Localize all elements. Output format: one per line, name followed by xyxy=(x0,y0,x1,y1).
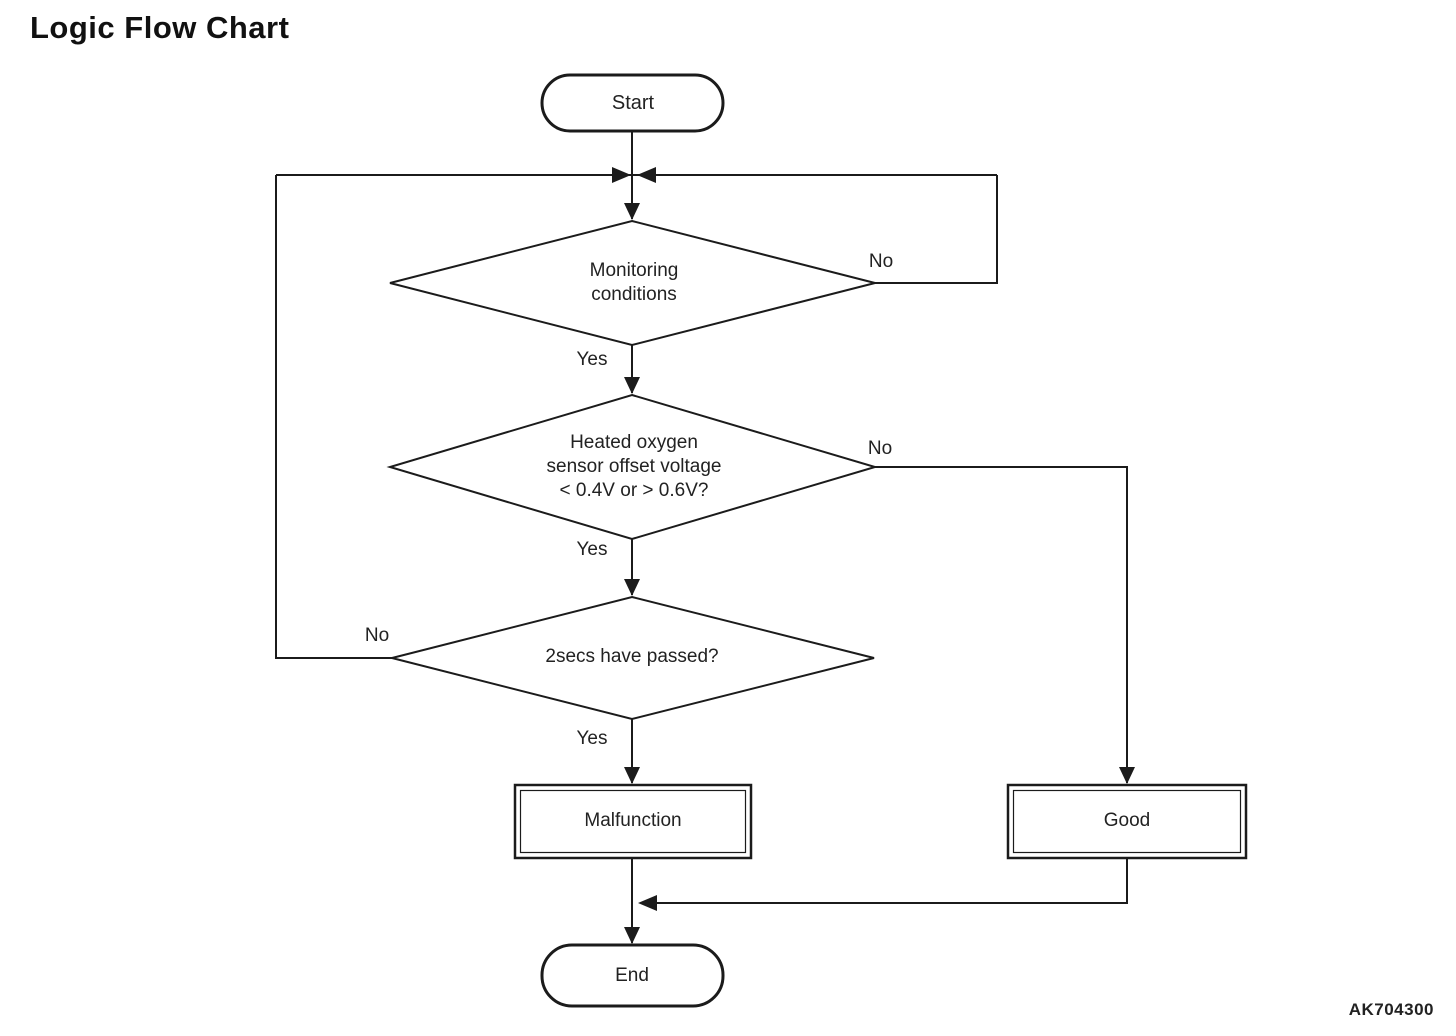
arrowhead-good-merge xyxy=(638,895,657,911)
malfunction-box-outer xyxy=(513,783,753,860)
sensor-decision-label: Heated oxygen sensor offset voltage < 0.… xyxy=(547,431,722,503)
sensor-no-label: No xyxy=(867,438,893,459)
timer-decision-label: 2secs have passed? xyxy=(545,646,719,667)
monitoring-yes-label: Yes xyxy=(576,349,608,370)
malfunction-label: Malfunction xyxy=(584,810,682,831)
good-label: Good xyxy=(1103,810,1151,831)
sensor-line-2: sensor offset voltage xyxy=(546,456,722,477)
sensor-yes-label: Yes xyxy=(576,539,608,560)
monitoring-decision-shape xyxy=(389,219,876,347)
end-terminator-shape xyxy=(540,943,725,1008)
arrowhead-right-loop-into-junction xyxy=(637,167,656,183)
monitoring-line-1: Monitoring xyxy=(589,260,679,281)
edge-good-to-merge xyxy=(656,858,1128,904)
arrowhead-into-malfunction xyxy=(624,767,640,784)
good-box-outer xyxy=(1006,783,1248,860)
good-box-inner xyxy=(1012,789,1242,854)
arrowhead-into-sensor xyxy=(624,377,640,394)
figure-code: AK704300 xyxy=(1348,1000,1434,1019)
arrowhead-into-good xyxy=(1119,767,1135,784)
timer-no-label: No xyxy=(364,625,390,646)
sensor-line-1: Heated oxygen xyxy=(570,432,698,453)
arrowhead-into-monitoring xyxy=(624,203,640,220)
start-label: Start xyxy=(611,92,655,114)
arrowhead-into-end xyxy=(624,927,640,944)
edge-timer-no-loop xyxy=(275,175,393,659)
monitoring-decision-label: Monitoring conditions xyxy=(590,259,679,307)
edge-sensor-no-to-good xyxy=(875,466,1128,783)
start-terminator-shape xyxy=(540,73,725,133)
malfunction-box-inner xyxy=(519,789,747,854)
monitoring-line-2: conditions xyxy=(591,284,677,305)
edge-monitoring-no-loop xyxy=(875,175,998,284)
sensor-line-3: < 0.4V or > 0.6V? xyxy=(559,480,709,501)
sensor-decision-shape xyxy=(386,393,879,541)
monitoring-no-label: No xyxy=(868,251,894,272)
page-title: Logic Flow Chart xyxy=(30,10,290,45)
arrowhead-into-timer xyxy=(624,579,640,596)
arrowhead-left-loop-into-junction xyxy=(612,167,631,183)
end-label: End xyxy=(615,965,649,986)
timer-yes-label: Yes xyxy=(576,728,608,749)
timer-decision-shape xyxy=(391,595,875,721)
